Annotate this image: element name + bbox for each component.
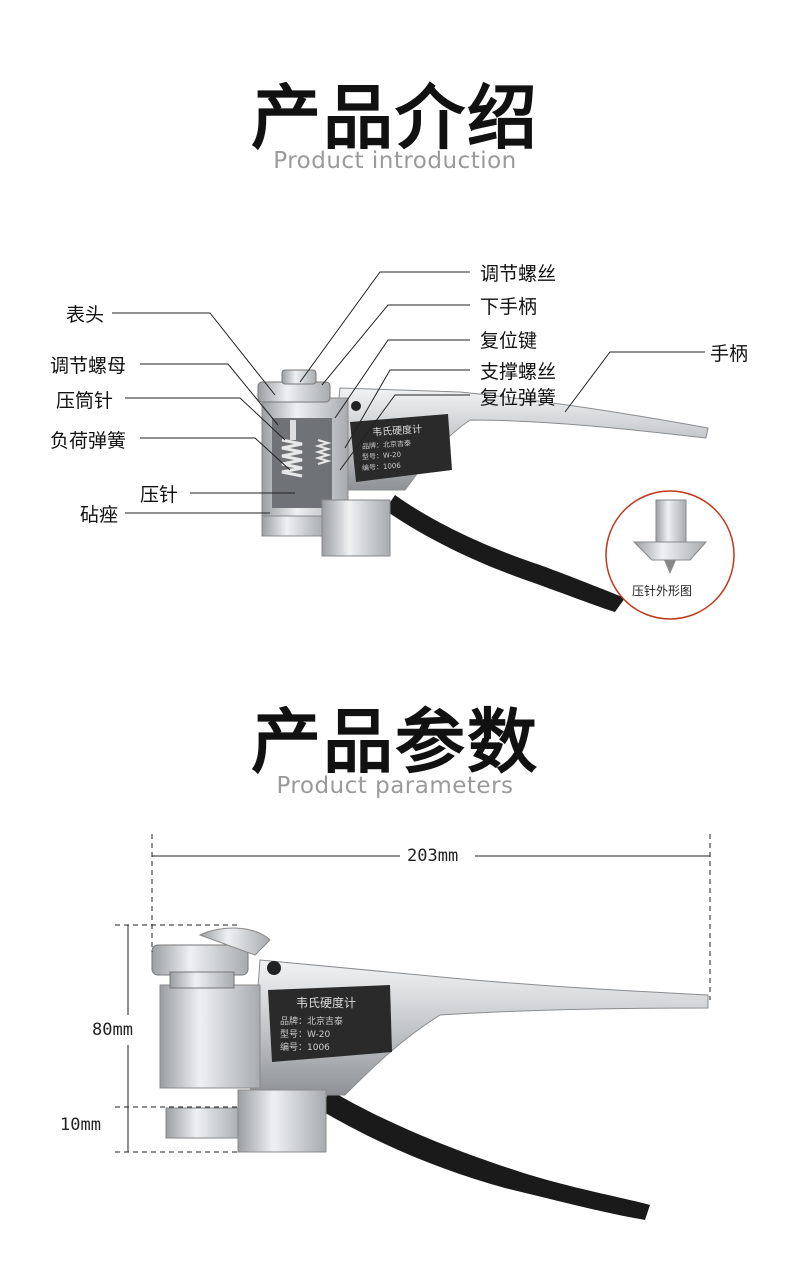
plate2-serial: 编号：1006 xyxy=(280,1043,330,1053)
section2-subtitle: Product parameters xyxy=(276,773,514,799)
label-reset-spring: 复位弹簧 xyxy=(480,387,557,409)
label-load-spring: 负荷弹簧 xyxy=(50,430,127,452)
dim-anvil: 10mm xyxy=(60,1115,101,1135)
label-handle: 手柄 xyxy=(710,343,749,365)
needle-shape-inset xyxy=(605,490,735,620)
dim-height: 80mm xyxy=(92,1020,133,1040)
section1-subtitle: Product introduction xyxy=(273,148,517,174)
tester-dimension-illustration xyxy=(151,927,709,1220)
dim-length: 203mm xyxy=(407,846,459,866)
head-body-2 xyxy=(159,984,261,1089)
leader-lines-right xyxy=(299,271,705,471)
nameplate-1 xyxy=(350,414,452,482)
lower-handle-shape-2 xyxy=(320,1090,650,1220)
section2-title: 产品参数 xyxy=(251,701,539,783)
label-adjust-nut: 调节螺母 xyxy=(50,355,127,377)
reset-spring-coil xyxy=(314,439,332,465)
anvil-shape-2 xyxy=(165,1107,243,1139)
label-support-screw: 支撑螺丝 xyxy=(480,361,557,383)
label-press-tube-needle: 压筒针 xyxy=(56,390,114,412)
anvil-shape xyxy=(261,515,325,537)
label-reset-key: 复位键 xyxy=(480,330,538,352)
label-anvil: 砧痤 xyxy=(80,504,119,526)
gauge-head-top xyxy=(257,381,331,403)
label-press-needle: 压针 xyxy=(140,484,179,506)
nameplate-2 xyxy=(268,985,392,1062)
plate2-brand: 品牌：北京吉泰 xyxy=(280,1017,344,1027)
label-adjust-screw: 调节螺丝 xyxy=(480,263,557,285)
lower-handle-shape xyxy=(385,495,625,612)
label-gauge-head: 表头 xyxy=(66,304,105,326)
gauge-head-top-2 xyxy=(151,944,249,976)
plate2-model: 型号：W-20 xyxy=(280,1030,331,1040)
dimension-lines xyxy=(115,834,711,1153)
section1-title: 产品介绍 xyxy=(251,77,539,159)
inset-caption: 压针外形图 xyxy=(632,584,693,598)
leader-lines-left xyxy=(112,312,295,514)
load-spring-coil xyxy=(281,438,303,478)
label-lower-handle: 下手柄 xyxy=(480,296,538,318)
plate2-name: 韦氏硬度计 xyxy=(296,996,357,1010)
